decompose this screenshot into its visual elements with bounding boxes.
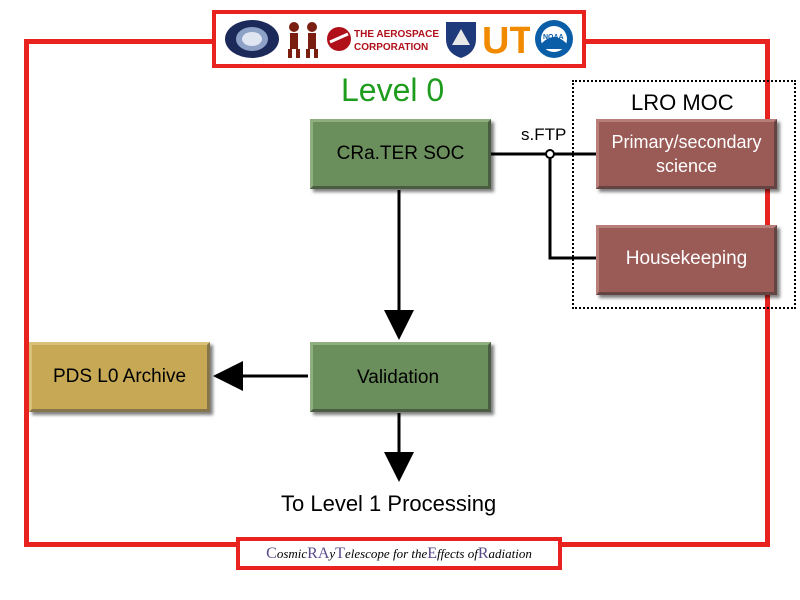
aerospace-line1: THE AEROSPACE xyxy=(354,29,439,40)
ut-logo-text: UT xyxy=(482,21,530,57)
noaa-logo-text: NOAA xyxy=(543,34,564,41)
footer-cap-c: C xyxy=(266,544,277,562)
footer-cap-r: R xyxy=(477,544,489,562)
footer-word-osmic: osmic xyxy=(276,545,308,561)
lro-moc-title: LRO MOC xyxy=(631,90,734,115)
pds-archive-box: PDS L0 Archive xyxy=(29,342,210,412)
footer-cap-ra: RA xyxy=(307,544,330,562)
to-level1-label: To Level 1 Processing xyxy=(281,491,497,516)
footer-word-elescope: elescope for the xyxy=(344,545,428,561)
primary-science-box: Primary/secondary science xyxy=(596,119,777,189)
ut-logo: UT xyxy=(482,21,530,57)
logo-bar: THE AEROSPACE CORPORATION UT NOAA xyxy=(212,10,586,68)
footer-cap-t: T xyxy=(335,544,345,562)
soc-globe-logo xyxy=(224,19,280,59)
level-title: Level 0 xyxy=(341,72,445,108)
housekeeping-box: Housekeeping xyxy=(596,225,777,295)
air-force-shield-logo xyxy=(444,19,478,59)
footer-word-y: y xyxy=(329,545,336,561)
footer-cap-e: E xyxy=(427,544,438,562)
sftp-node xyxy=(545,149,555,159)
noaa-logo: NOAA xyxy=(534,19,574,59)
sftp-label: s.FTP xyxy=(521,125,567,144)
footer-word-ffects: ffects of xyxy=(437,545,478,561)
aerospace-line2: CORPORATION xyxy=(354,42,428,53)
lro-moc-group xyxy=(572,80,796,309)
figures-logo xyxy=(284,19,322,59)
sftp-link-housekeeping xyxy=(548,154,596,260)
aerospace-corporation-logo: THE AEROSPACE CORPORATION xyxy=(326,23,440,55)
validation-box: Validation xyxy=(310,342,491,412)
footer-word-adiation: adiation xyxy=(488,545,532,561)
crater-soc-box: CRa.TER SOC xyxy=(310,119,491,189)
